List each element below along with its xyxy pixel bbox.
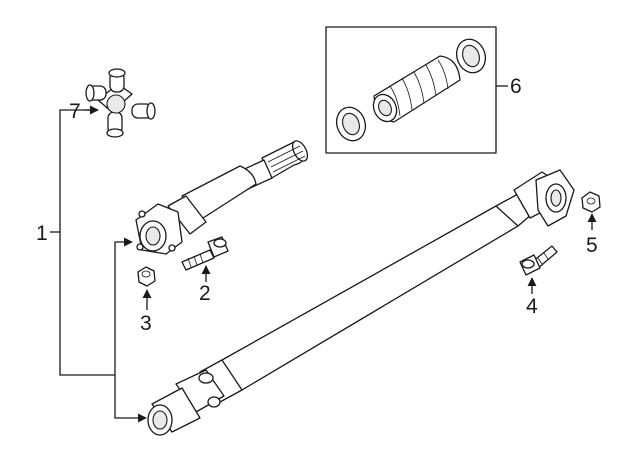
- callout-6-label: 6: [510, 75, 522, 98]
- callout-1-label: 1: [36, 222, 48, 245]
- callout-5-label: 5: [586, 234, 598, 257]
- nut-rear-part: [581, 191, 601, 213]
- front-driveshaft-part: [135, 140, 309, 255]
- bolt-rear-part: [519, 245, 558, 276]
- callout-1-bracket: [50, 109, 147, 423]
- boot-kit-part: [325, 26, 497, 154]
- universal-joint-part: [85, 68, 156, 138]
- callout-2-label: 2: [199, 282, 211, 305]
- rear-driveshaft-part: [147, 169, 575, 436]
- nut-front-part: [137, 266, 156, 287]
- callout-3-label: 3: [140, 312, 152, 335]
- callout-7-label: 7: [69, 100, 81, 123]
- bolt-front-part: [181, 236, 229, 271]
- callout-4-label: 4: [526, 295, 538, 318]
